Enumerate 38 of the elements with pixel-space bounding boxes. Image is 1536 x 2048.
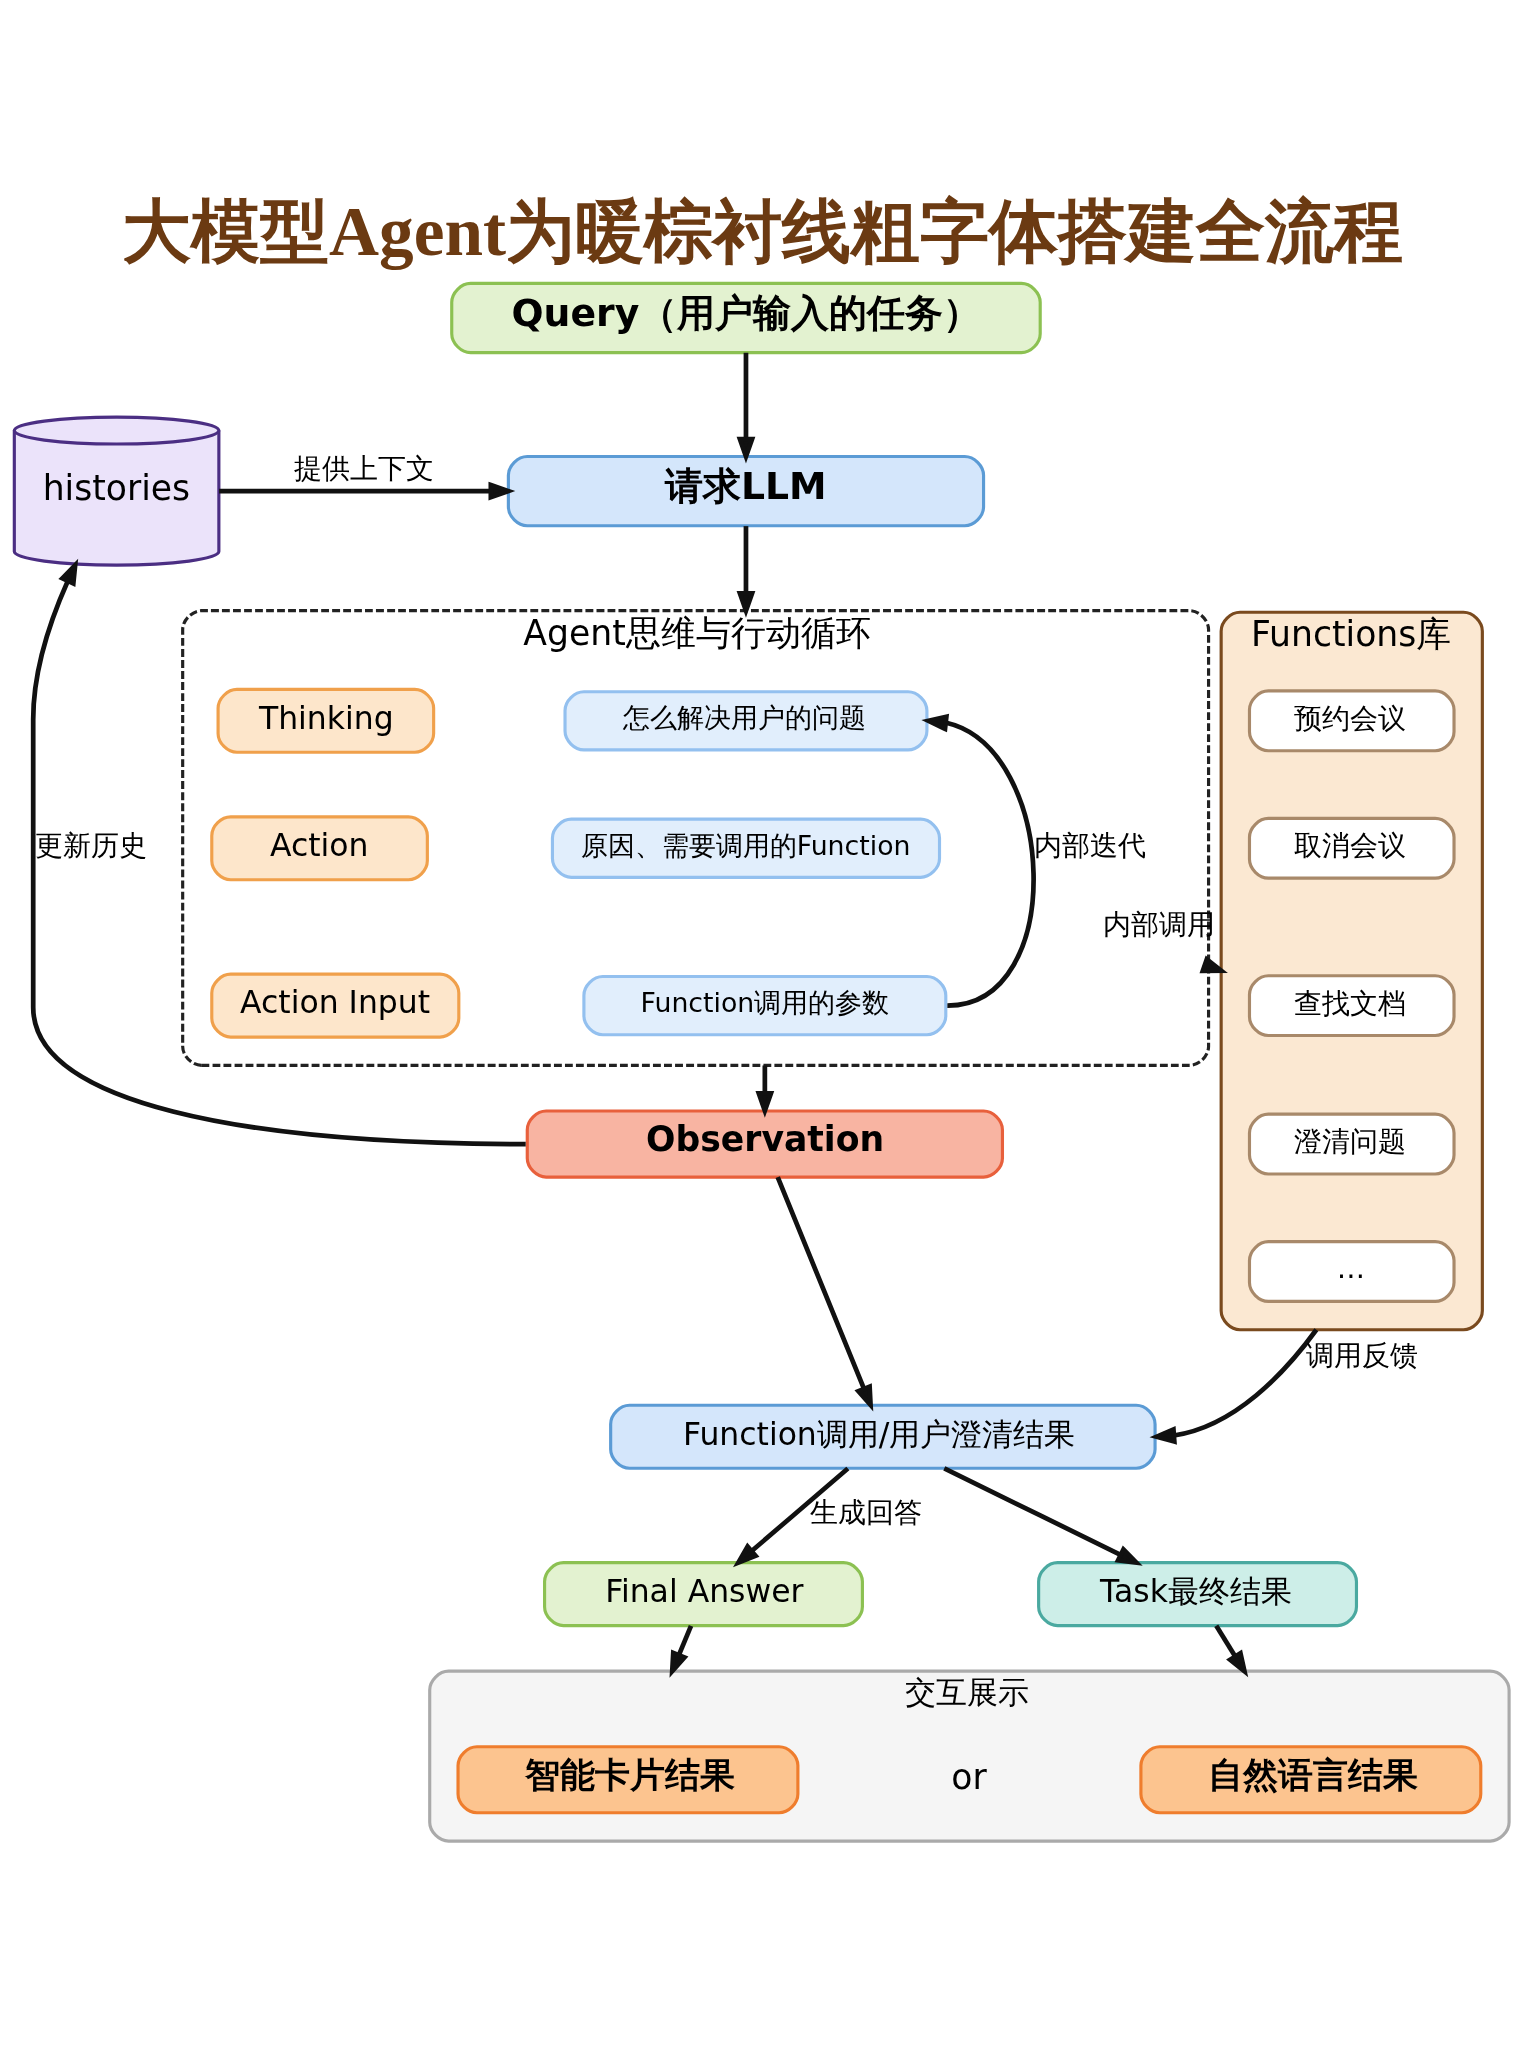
node-box: 智能卡片结果 xyxy=(456,1744,800,1814)
arrow xyxy=(30,558,526,1146)
node-box: Action xyxy=(210,814,429,881)
arrow xyxy=(775,1175,874,1412)
arrow xyxy=(1214,1624,1249,1677)
arrow xyxy=(755,1064,775,1118)
arrow xyxy=(921,713,1036,1008)
diagram-title: 大模型Agent为暖棕衬线粗字体搭建全流程 xyxy=(122,192,1403,270)
node-box: 怎么解决用户的问题 xyxy=(563,689,929,751)
label: or xyxy=(951,1756,987,1797)
node-box: 查找文档 xyxy=(1247,973,1456,1037)
node-box: 请求LLM xyxy=(506,454,986,527)
node-box: 原因、需要调用的Function xyxy=(550,817,942,879)
node-box: 预约会议 xyxy=(1247,688,1456,752)
node-box: Task最终结果 xyxy=(1037,1560,1359,1627)
node-box: 取消会议 xyxy=(1247,816,1456,880)
edge-label: 内部迭代 xyxy=(1033,828,1146,862)
node-box: Function调用的参数 xyxy=(582,974,948,1036)
edge-label: 提供上下文 xyxy=(293,451,434,485)
edge-label: 更新历史 xyxy=(34,828,147,862)
node-box: Observation xyxy=(525,1108,1004,1179)
arrow xyxy=(219,481,516,500)
node-box: … xyxy=(1247,1239,1456,1303)
node-box: Action Input xyxy=(210,972,461,1039)
arrow xyxy=(669,1624,694,1678)
edge-label: 生成回答 xyxy=(810,1495,923,1529)
node-box: 澄清问题 xyxy=(1247,1112,1456,1176)
node-box: Thinking xyxy=(216,687,436,754)
node-box: Query（用户输入的任务） xyxy=(450,281,1042,354)
arrow xyxy=(943,1465,1143,1566)
node-box: 自然语言结果 xyxy=(1139,1744,1483,1814)
arrow xyxy=(732,1466,850,1567)
node-box: Function调用/用户澄清结果 xyxy=(609,1403,1157,1470)
edge-label: 调用反馈 xyxy=(1305,1338,1418,1372)
arrow xyxy=(736,352,756,464)
arrow xyxy=(1149,1327,1319,1445)
node-box: Final Answer xyxy=(543,1560,864,1627)
arrow xyxy=(736,525,756,618)
